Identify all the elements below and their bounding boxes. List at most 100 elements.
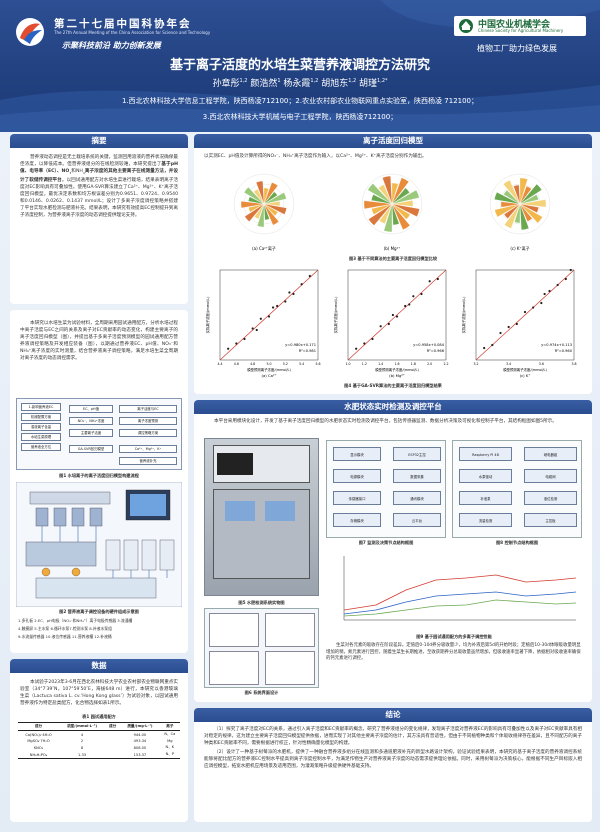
rose-petal — [383, 203, 393, 233]
rose-label: (a) Ca²⁺离子 — [252, 245, 276, 251]
node-box: 电磁阀 — [524, 469, 577, 483]
scatter-point — [355, 347, 358, 350]
scatter-point — [292, 292, 295, 296]
rose-petal — [503, 179, 521, 205]
fig7-caption: 图7 监测及决策节点结构框图 — [358, 540, 414, 545]
rose-petal — [519, 183, 543, 205]
node-box: 数据采集 — [393, 469, 441, 483]
flow-box: 机械配置方案 — [21, 413, 61, 421]
rose-petal — [391, 203, 411, 220]
conclusion-p2: （2）设计了一种基于树莓派的水肥机，提供了一种融合营养液多组分在线监测和多通道肥… — [204, 750, 582, 769]
y-axis-label: 实际离子浓度/(mmol/L) — [205, 296, 210, 333]
rose-petal — [263, 187, 269, 205]
author-sup: 1 — [277, 78, 281, 84]
rose-petal — [379, 203, 393, 224]
fig2-legend-2: 4.触摸屏 5.主水泵 6.循环水泵7.检测水泵 8.补液水泵组 — [18, 626, 112, 631]
x-tick-label: 2.2 — [443, 362, 448, 366]
r-squared: R²=0.981 — [299, 349, 316, 353]
model-intro: 以实测EC、pH值及计算所得的NO₃⁻、NH₄⁺离子活度作为输入，以Ca²⁺、M… — [204, 154, 427, 159]
y-axis-label: 实际离子浓度/(mmol/L) — [461, 296, 466, 333]
device-photo — [204, 438, 319, 596]
rose-petal — [382, 175, 393, 205]
rose-petal — [263, 203, 270, 221]
fig2-caption: 图2 营养液离子调控设备的硬件组成示意图 — [59, 609, 139, 614]
abstract-text-c: 。以回试通用配方对水培生菜进行栽培，结果表明离子活度对EC影响具有可叠加性。使用… — [20, 177, 178, 218]
flow-box: 水培生菜原理 — [21, 433, 61, 441]
scatter-point — [523, 310, 527, 314]
rose-petal — [494, 203, 521, 218]
rose-petal — [253, 189, 265, 205]
scatter-point — [483, 346, 486, 350]
node-box: 流量检测 — [459, 513, 512, 527]
model-heading: 离子活度回归模型 — [194, 134, 592, 148]
flow-box: 营养液补充 — [119, 457, 177, 465]
scatter-point — [251, 327, 254, 330]
author-sup: 1,2 — [310, 78, 319, 84]
fit-equation: y=0.958x+0.084 — [413, 343, 445, 347]
scatter-point — [243, 337, 246, 341]
rose-petal — [391, 177, 410, 205]
scatter-point — [276, 304, 279, 308]
scatter-point — [395, 315, 399, 318]
flow-box: Ca²⁺、Mg²⁺、K⁺ — [119, 445, 177, 453]
fig3-caption: 图3 基于不同算法的主要离子活度回归模型比较 — [348, 256, 438, 261]
table-cell: N、P — [165, 752, 175, 756]
society-name-en: Chinese Society for Agricultural Machine… — [478, 28, 564, 33]
x-tick-label: 2.0 — [427, 362, 432, 366]
node-box: 显示模块 — [333, 447, 381, 461]
fit-equation: y=0.980x+0.171 — [285, 343, 316, 347]
rose-petal — [519, 203, 530, 231]
table-header: 离子 — [166, 724, 174, 728]
rose-chart: (c) K⁺离子 — [489, 173, 551, 251]
flow-box: 调控策略方案 — [119, 429, 177, 437]
platform-intro: 本平台采用模块化设计，开发了基于离子活度回归模型的水肥状态实时检测及调控平台，包… — [214, 419, 557, 424]
x-tick-label: 3.8 — [571, 362, 576, 366]
rose-petal — [519, 203, 539, 213]
flow-box: NO₃⁻、NH₄⁺浓度 — [69, 417, 113, 425]
rose-petal — [391, 187, 410, 205]
table-cell: 2 — [80, 739, 84, 743]
abstract-heading: 摘要 — [10, 134, 188, 148]
table1: 成分浓度/(mmol·L⁻¹)成分质量/(mg·L⁻¹)离子 Ca(NO₃)₂·… — [10, 720, 188, 761]
scatter-frame — [347, 269, 447, 361]
platform-result-text: 生菜对各元素的吸收存在阶段差异。定值后0-10d养分吸收量少，均为补液后第5d的… — [326, 643, 581, 662]
conference-slogan: 示聚科技前沿 助力创新发展 — [62, 41, 161, 50]
rose-petal — [263, 201, 281, 207]
scatter-point — [408, 303, 411, 306]
rose-petal — [503, 203, 521, 219]
x-tick-label: 4.8 — [250, 362, 255, 366]
table-cell — [105, 751, 120, 759]
scatter-point — [499, 331, 502, 335]
table-cell: MgSO₄·7H₂O — [27, 739, 50, 743]
scatter-point — [420, 292, 423, 296]
table-cell — [105, 731, 120, 739]
scatter-point — [428, 280, 431, 283]
table-cell: 944.00 — [133, 732, 147, 737]
scatter-point — [288, 291, 291, 294]
society-name: 中国农业机械学会 — [478, 20, 551, 30]
table-header: 成分 — [109, 724, 117, 728]
x-axis-label: 模型预测离子浓度/(mmol/L) — [503, 367, 547, 372]
poster-title: 基于离子活度的水培生菜营养液调控方法研究 — [169, 58, 430, 73]
author-sup: 1,2 — [239, 78, 248, 84]
rose-petal — [378, 184, 393, 205]
scatter-point — [436, 277, 439, 281]
node-box: 主控板 — [524, 513, 577, 527]
conclusion-heading: 结论 — [194, 708, 592, 722]
x-axis-label: 模型预测离子浓度/(mmol/L) — [375, 367, 419, 372]
x-tick-label: 4.6 — [234, 362, 239, 366]
x-tick-label: 1.4 — [378, 362, 383, 366]
rose-petal — [519, 177, 528, 205]
table-header: 质量/(mg·L⁻¹) — [127, 724, 153, 728]
model-panel: 离子活度回归模型 以实测EC、pH值及计算所得的NO₃⁻、NH₄⁺离子活度作为输… — [194, 134, 592, 394]
rose-petal — [263, 191, 278, 205]
rose-petal — [371, 203, 393, 215]
flow-box: 溶液离子含量 — [21, 423, 61, 431]
rose-petal — [514, 203, 521, 224]
society-emblem-icon — [459, 19, 473, 33]
rose-petal — [263, 192, 287, 205]
